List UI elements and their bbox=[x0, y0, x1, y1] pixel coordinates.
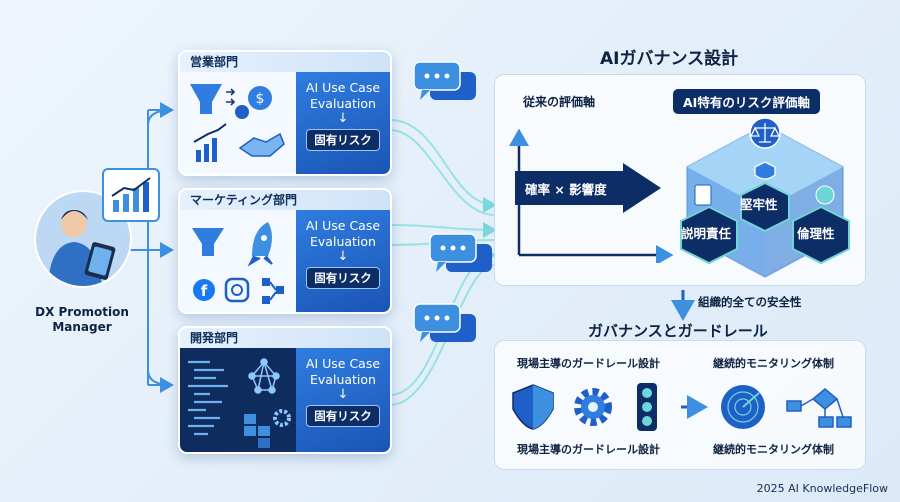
footer-credit: 2025 AI KnowledgeFlow bbox=[756, 482, 888, 495]
dept-title: 開発部門 bbox=[180, 328, 390, 348]
down-arrow-icon: ↓ bbox=[337, 387, 349, 402]
guardrail-design-label-bottom: 現場主導のガードレール設計 bbox=[517, 443, 660, 456]
chat-bubble-icon bbox=[429, 233, 492, 272]
gear-icon bbox=[574, 388, 612, 426]
guardrails-panel: 現場主導のガードレール設計 継続的モニタリング体制 現場主導のガードレール bbox=[494, 340, 866, 470]
down-arrow-icon: ↓ bbox=[337, 111, 349, 126]
funnel-icon bbox=[190, 84, 222, 114]
dollar-coin-icon bbox=[248, 86, 272, 110]
probability-impact-arrow bbox=[515, 163, 661, 213]
guardrails-title: ガバナンスとガードレール bbox=[588, 322, 768, 340]
network-icon bbox=[262, 278, 284, 304]
handshake-icon bbox=[238, 132, 285, 157]
svg-text:$: $ bbox=[256, 91, 265, 107]
document-icon bbox=[694, 184, 712, 206]
building-blocks-icon bbox=[244, 414, 270, 448]
flowchart-icon bbox=[786, 388, 852, 428]
guardrail-icons-row bbox=[512, 383, 852, 431]
accountability-hex bbox=[680, 205, 738, 265]
neural-network-icon bbox=[248, 358, 280, 394]
code-editor-icon bbox=[188, 358, 291, 448]
development-icons bbox=[180, 348, 296, 452]
shield-icon bbox=[754, 161, 776, 180]
svg-text:f: f bbox=[201, 282, 208, 300]
funnel-icon bbox=[192, 228, 224, 256]
guardrail-design-label-top: 現場主導のガードレール設計 bbox=[517, 357, 660, 370]
instagram-icon bbox=[224, 277, 250, 303]
ai-axis-label: AI特有のリスク評価軸 bbox=[673, 89, 820, 114]
probability-impact-label: 確率 × 影響度 bbox=[525, 182, 607, 197]
ethics-person-icon bbox=[815, 185, 835, 205]
bar-chart-icon bbox=[111, 177, 151, 212]
manager-person-icon bbox=[48, 210, 116, 286]
risk-badge: 固有リスク bbox=[306, 405, 380, 427]
marketing-icons: f bbox=[180, 210, 296, 312]
facebook-icon bbox=[193, 279, 215, 301]
risk-badge: 固有リスク bbox=[306, 129, 380, 151]
robustness-hex bbox=[740, 181, 790, 233]
monitoring-label-top: 継続的モニタリング体制 bbox=[713, 357, 834, 370]
down-arrow-icon: ↓ bbox=[337, 249, 349, 264]
manager-chart-bubble bbox=[102, 168, 160, 222]
risk-cube bbox=[680, 117, 850, 278]
monitoring-label-bottom: 継続的モニタリング体制 bbox=[713, 443, 834, 456]
traffic-light-icon bbox=[637, 383, 657, 431]
gear-icon bbox=[273, 409, 291, 427]
cube-right-label: 倫理性 bbox=[797, 226, 835, 241]
radar-icon bbox=[721, 385, 765, 429]
governance-panel: 従来の評価軸 確率 × 影響度 AI特有のリスク評価軸 堅牢性 説明責任 倫理性 bbox=[494, 74, 866, 286]
traditional-axis-label: 従来の評価軸 bbox=[523, 95, 596, 109]
risk-badge: 固有リスク bbox=[306, 267, 380, 289]
manager-label: DX Promotion Manager bbox=[35, 305, 129, 334]
growth-chart-icon bbox=[196, 150, 201, 162]
dept-title: マーケティング部門 bbox=[180, 190, 390, 210]
governance-title: AIガバナンス設計 bbox=[600, 49, 739, 69]
cube-left-label: 説明責任 bbox=[681, 226, 732, 241]
dept-card-development[interactable]: 開発部門 bbox=[178, 326, 392, 454]
dept-title: 営業部門 bbox=[180, 52, 390, 72]
chat-bubble-icon bbox=[413, 303, 476, 342]
ethics-hex bbox=[792, 205, 850, 265]
connector-label: 組織的全ての安全性 bbox=[698, 295, 802, 309]
cube-top-label: 堅牢性 bbox=[740, 197, 778, 212]
chat-bubble-icon bbox=[413, 61, 476, 100]
sales-icons: $ bbox=[180, 72, 296, 174]
